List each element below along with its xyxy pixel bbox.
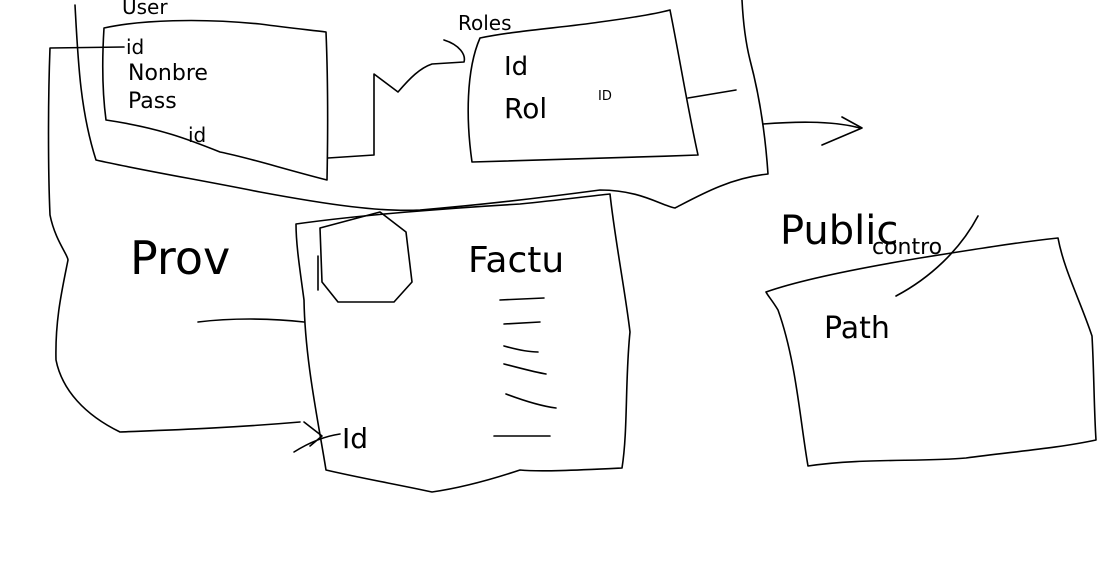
prov-entity[interactable]: Prov (130, 231, 230, 285)
roles-table-title: Roles (458, 11, 512, 35)
public-field-1: Path (824, 311, 890, 346)
roles-field-suffix: ID (598, 89, 612, 104)
factu-table-box (295, 193, 631, 493)
roles-out-line (687, 89, 737, 99)
factu-field-line-2 (503, 321, 541, 325)
factu-field-line-3 (503, 345, 539, 353)
factu-title: Factu (468, 240, 564, 281)
factu-id-label: Id (342, 422, 368, 455)
public-table-box (765, 237, 1097, 467)
public-table[interactable]: Public contro Path (765, 208, 1097, 467)
user-table-box (101, 19, 329, 181)
outer-loop-shape (74, 0, 769, 212)
factu-field-line-5 (505, 393, 557, 409)
user-table-title: User (122, 0, 168, 19)
factu-field-line-4 (503, 363, 547, 375)
factu-table[interactable]: Factu Id (293, 193, 631, 493)
user-roles-connector (327, 39, 466, 159)
factu-octagon-shape (319, 211, 413, 303)
left-connector-line (47, 46, 301, 433)
roles-table-box (467, 9, 699, 163)
public-slash-line (895, 215, 979, 297)
factu-id-arrow (293, 421, 341, 453)
prov-factu-connector (197, 318, 305, 323)
roles-field-2: Rol (504, 92, 547, 125)
roles-field-1: Id (504, 52, 528, 82)
user-field-4: id (188, 123, 206, 147)
user-field-2: Nonbre (128, 61, 208, 86)
factu-field-line-1 (499, 297, 545, 301)
prov-title: Prov (130, 231, 230, 285)
user-field-1: id (126, 35, 144, 59)
roles-table[interactable]: Roles Id Rol ID (458, 9, 699, 163)
right-arrow-head (821, 116, 863, 146)
public-title: Public (780, 208, 898, 254)
user-table[interactable]: User id Nonbre Pass id (101, 0, 329, 181)
user-field-3: Pass (128, 89, 177, 114)
right-arrow-line (762, 121, 861, 129)
